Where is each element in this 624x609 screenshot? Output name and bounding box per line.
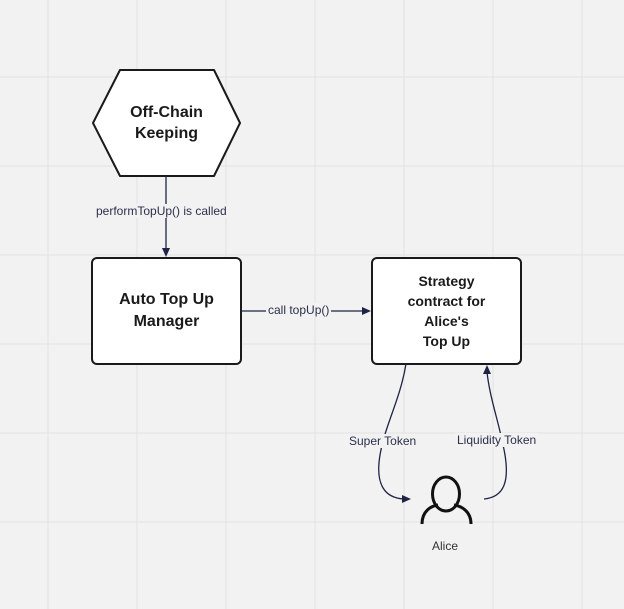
liquidity-token-label: Liquidity Token <box>455 433 539 447</box>
super-token-edge[interactable] <box>378 363 407 500</box>
strategy-contract-label: Strategy contract for Alice's Top Up <box>407 273 486 349</box>
strategy-contract-node[interactable] <box>371 257 522 365</box>
off-chain-keeping-node[interactable] <box>92 69 241 177</box>
super-token-arrowhead <box>402 495 411 503</box>
auto-top-up-manager-label: Auto Top Up Manager <box>119 291 214 330</box>
call-top-up-arrowhead <box>362 307 371 315</box>
liquidity-token-edge[interactable] <box>483 371 508 500</box>
off-chain-keeping-label: Off-Chain Keeping <box>130 104 203 142</box>
liquidity-token-arrowhead <box>483 365 491 374</box>
perform-top-up-arrowhead <box>162 248 170 257</box>
super-token-label: Super Token <box>347 434 419 448</box>
alice-label: Alice <box>432 539 459 553</box>
perform-top-up-label: performTopUp() is called <box>94 204 229 218</box>
person-icon <box>420 475 473 525</box>
call-top-up-label: call topUp() <box>266 303 332 317</box>
